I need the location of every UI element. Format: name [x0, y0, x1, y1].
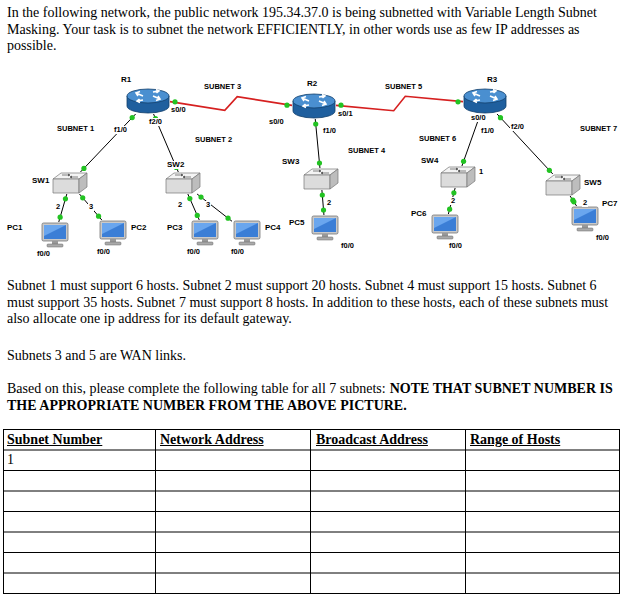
table-header: Subnet Number	[7, 432, 102, 448]
switch-node: SW1	[52, 172, 88, 194]
interface-label: f0/0	[36, 250, 51, 258]
port-number: 3	[88, 203, 94, 211]
interface-label: s0/0	[470, 114, 487, 122]
interface-label: s0/1	[337, 110, 354, 118]
switch-icon	[165, 172, 201, 194]
subnet-label: SUBNET 2	[194, 136, 233, 144]
interface-label: f2/0	[148, 118, 163, 126]
pc-node: PC1	[40, 222, 70, 248]
pc-node: PC4	[232, 220, 262, 246]
network-link	[79, 194, 101, 220]
pc-icon	[430, 214, 460, 240]
pc-node: PC5	[310, 215, 340, 241]
device-name: R1	[120, 76, 132, 84]
device-name: PC6	[410, 210, 428, 218]
port-number: 2	[326, 199, 332, 207]
port-number: 2	[55, 203, 61, 211]
device-name: R3	[486, 76, 498, 84]
network-link	[461, 114, 481, 166]
device-name: PC3	[166, 224, 184, 232]
interface-label: f0/0	[340, 242, 355, 250]
device-name: PC1	[6, 224, 24, 232]
interface-label: f0/0	[448, 242, 463, 250]
network-link	[187, 194, 200, 220]
port-number: 3	[205, 201, 211, 209]
pc-node: PC3	[190, 220, 220, 246]
interface-label: f0/0	[595, 234, 610, 242]
device-name: SW1	[31, 177, 50, 185]
device-name: PC7	[601, 200, 619, 208]
port-number: 2	[582, 199, 588, 207]
router-icon	[292, 93, 336, 119]
interface-label: s0/0	[268, 118, 285, 126]
device-name: SW2	[166, 161, 185, 169]
network-link	[570, 196, 576, 206]
pc-node: PC2	[98, 220, 128, 246]
network-link	[336, 96, 463, 110]
subnet-label: SUBNET 4	[347, 147, 386, 155]
table-header: Range of Hosts	[470, 432, 560, 448]
port-number: 2	[450, 197, 456, 205]
router-node: R3	[463, 88, 507, 114]
pc-node: PC6	[430, 214, 460, 240]
switch-icon	[545, 174, 581, 196]
interface-label: f2/0	[510, 123, 525, 131]
port-number: 2	[177, 201, 183, 209]
device-name: SW5	[583, 179, 602, 187]
device-name: SW3	[281, 158, 300, 166]
interface-label: f0/0	[96, 248, 111, 256]
subnet-label: SUBNET 1	[56, 125, 95, 133]
table-cell: 1	[7, 452, 14, 468]
subnet-label: SUBNET 7	[579, 125, 618, 133]
switch-node: SW4	[440, 166, 476, 188]
table-header: Broadcast Address	[316, 432, 428, 448]
device-name: SW4	[420, 157, 439, 165]
pc-icon	[40, 222, 70, 248]
router-node: R1	[126, 88, 170, 114]
router-icon	[463, 88, 507, 114]
table-header: Network Address	[160, 432, 264, 448]
network-link	[313, 119, 322, 168]
switch-icon	[440, 166, 476, 188]
device-name: PC2	[130, 224, 148, 232]
subnet-label: SUBNET 3	[203, 83, 242, 91]
instruction-text: Based on this, please complete the follo…	[7, 381, 613, 414]
switch-icon	[303, 168, 339, 190]
interface-label: f1/0	[113, 126, 128, 134]
interface-label: s0/0	[170, 106, 187, 114]
network-link	[80, 114, 135, 172]
device-name: PC4	[264, 224, 282, 232]
intro-text: In the following network, the public net…	[7, 5, 615, 55]
interface-label: f0/0	[230, 248, 245, 256]
pc-icon	[570, 206, 600, 232]
network-link	[170, 97, 292, 111]
router-node: R2	[292, 93, 336, 119]
network-link	[197, 194, 232, 221]
subnet-label: SUBNET 6	[418, 135, 457, 143]
switch-node: SW3	[303, 168, 339, 190]
wan-note: Subnets 3 and 5 are WAN links.	[7, 348, 617, 365]
requirements-text: Subnet 1 must support 6 hosts. Subnet 2 …	[7, 278, 617, 328]
network-link	[447, 188, 456, 214]
pc-icon	[310, 215, 340, 241]
pc-icon	[190, 220, 220, 246]
device-name: R2	[306, 80, 318, 88]
interface-label: f0/0	[186, 248, 201, 256]
pc-node: PC7	[570, 206, 600, 232]
interface-label: f1/0	[480, 127, 495, 135]
switch-node: SW2	[165, 172, 201, 194]
switch-node: SW5	[545, 174, 581, 196]
instruction-note: NOTE THAT SUBNET NUMBER IS THE APPROPRIA…	[7, 381, 613, 413]
switch-icon	[52, 172, 88, 194]
device-name: PC5	[288, 219, 306, 227]
router-icon	[126, 88, 170, 114]
pc-icon	[232, 220, 262, 246]
subnet-label: SUBNET 5	[384, 83, 423, 91]
network-link	[497, 114, 553, 174]
interface-label: f1/0	[322, 127, 337, 135]
pc-icon	[98, 220, 128, 246]
port-number: 1	[478, 168, 484, 176]
